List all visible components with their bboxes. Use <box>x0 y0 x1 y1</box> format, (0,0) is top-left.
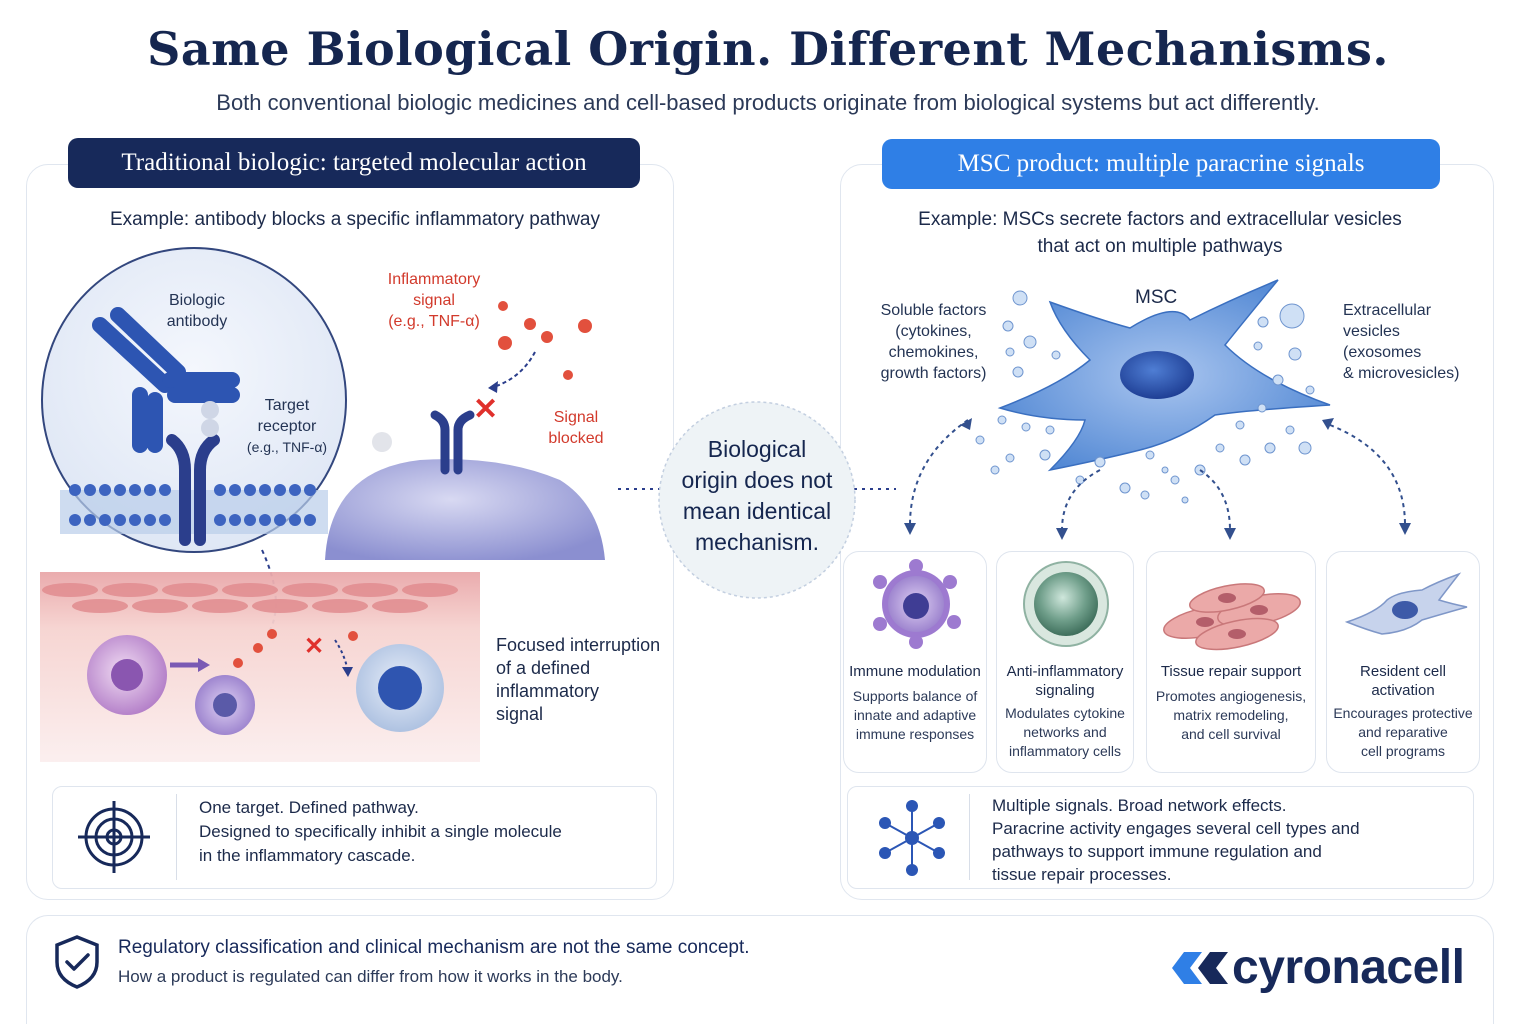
svg-text:✕: ✕ <box>304 633 324 660</box>
extracellular-vesicles-label: Extracellular vesicles (exosomes & micro… <box>1343 300 1473 384</box>
page-subtitle: Both conventional biologic medicines and… <box>216 90 1320 115</box>
right-summary-line1: Paracrine activity engages several cell … <box>992 819 1360 838</box>
card-resident-title-2: activation <box>1371 682 1435 699</box>
soluble-line2: (cytokines, <box>895 323 972 340</box>
page-title: Same Biological Origin. Different Mechan… <box>147 22 1389 76</box>
resident-cell-icon <box>1344 572 1468 635</box>
card-tissue-repair: Tissue repair support Promotes angiogene… <box>1146 551 1316 773</box>
target-label-line1: Target <box>264 397 310 414</box>
card-resident-text-2: and reparative <box>1358 724 1448 740</box>
card-resident-text-3: cell programs <box>1360 743 1446 759</box>
vesicles-line4: & microvesicles) <box>1343 365 1460 382</box>
center-statement: Biological origin does not mean identica… <box>664 434 850 558</box>
left-summary-title: One target. Defined pathway. <box>199 798 419 817</box>
signal-blocked-label: Signal blocked <box>536 407 616 449</box>
tissue-cells-icon <box>1163 583 1301 651</box>
right-summary-text: Multiple signals. Broad network effects.… <box>992 794 1360 886</box>
right-section-heading: MSC product: multiple paracrine signals <box>882 139 1440 189</box>
card-immune-title: Immune modulation <box>849 663 981 680</box>
left-summary-text: One target. Defined pathway. Designed to… <box>199 796 562 868</box>
card-immune-text-3: immune responses <box>855 726 975 742</box>
soluble-line1: Soluble factors <box>880 302 987 319</box>
immune-cell-icon <box>873 559 961 649</box>
card-resident-text-1: Encourages protective <box>1333 705 1473 721</box>
right-summary-line3: tissue repair processes. <box>992 865 1172 884</box>
target-receptor-label: Target receptor (e.g., TNF-α) <box>242 395 332 458</box>
biologic-antibody-label: Biologic antibody <box>152 290 242 332</box>
card-tissue-text-3: and cell survival <box>1181 726 1281 742</box>
shield-check-icon <box>55 935 99 989</box>
center-line2: origin does not <box>681 467 833 493</box>
soluble-line4: growth factors) <box>880 365 987 382</box>
focused-line1: Focused interruption <box>496 635 661 655</box>
card-anti-title-2: signaling <box>1035 682 1095 699</box>
left-example-text: Example: antibody blocks a specific infl… <box>109 209 600 230</box>
green-cell-icon <box>1023 561 1109 647</box>
right-summary-divider <box>969 794 970 880</box>
card-resident-title-1: Resident cell <box>1360 663 1446 680</box>
right-example-text: Example: MSCs secrete factors and extrac… <box>880 206 1440 260</box>
right-panel <box>840 164 1494 900</box>
biologic-label-line2: antibody <box>166 313 228 330</box>
vesicles-line3: (exosomes <box>1343 344 1422 361</box>
biologic-label-line1: Biologic <box>168 292 226 309</box>
right-summary-box <box>847 786 1474 889</box>
msc-label: MSC <box>1135 287 1178 308</box>
focused-line2: of a defined <box>496 658 591 678</box>
card-anti-text-2: networks and <box>1023 724 1107 740</box>
footer-panel <box>26 915 1494 1024</box>
focused-line4: signal <box>496 704 544 724</box>
target-label-line3: (e.g., TNF-α) <box>246 439 328 455</box>
left-summary-box <box>52 786 657 889</box>
card-immune-modulation: Immune modulation Supports balance of in… <box>843 551 987 773</box>
soluble-line3: chemokines, <box>888 344 979 361</box>
left-summary-line1: Designed to specifically inhibit a singl… <box>199 822 562 841</box>
crosshair-target-icon <box>78 801 150 873</box>
card-anti-title-1: Anti-inflammatory <box>1006 663 1124 680</box>
blocked-label-line1: Signal <box>553 409 599 426</box>
card-anti-text-3: inflammatory cells <box>1008 743 1122 759</box>
vesicles-line1: Extracellular <box>1343 302 1432 319</box>
center-line1: Biological <box>707 436 807 462</box>
inflam-label-line3: (e.g., TNF-α) <box>388 313 480 330</box>
card-resident-cell: Resident cell activation Encourages prot… <box>1326 551 1480 773</box>
left-summary-divider <box>176 794 177 880</box>
footer-title: Regulatory classification and clinical m… <box>118 937 750 958</box>
left-summary-line2: in the inflammatory cascade. <box>199 846 416 865</box>
focused-line3: inflammatory <box>496 681 600 701</box>
card-anti-text-1: Modulates cytokine <box>1005 705 1125 721</box>
svg-text:✕: ✕ <box>473 393 498 426</box>
card-immune-text-2: innate and adaptive <box>853 707 977 723</box>
right-example-line2: that act on multiple pathways <box>1037 236 1283 257</box>
card-immune-text-1: Supports balance of <box>852 688 978 704</box>
vesicles-line2: vesicles <box>1343 323 1400 340</box>
focused-interruption-text: Focused interruption of a defined inflam… <box>496 634 666 726</box>
left-section-heading: Traditional biologic: targeted molecular… <box>68 138 640 188</box>
soluble-factors-label: Soluble factors (cytokines, chemokines, … <box>866 300 1001 384</box>
right-summary-line2: pathways to support immune regulation an… <box>992 842 1322 861</box>
footer-text: How a product is regulated can differ fr… <box>118 967 623 986</box>
right-summary-title: Multiple signals. Broad network effects. <box>992 796 1287 815</box>
card-anti-inflammatory: Anti-inflammatory signaling Modulates cy… <box>996 551 1134 773</box>
inflammatory-signal-label: Inflammatory signal (e.g., TNF-α) <box>374 269 494 332</box>
inflam-label-line2: signal <box>413 292 455 309</box>
card-tissue-title: Tissue repair support <box>1160 663 1302 680</box>
inflam-label-line1: Inflammatory <box>387 271 481 288</box>
card-tissue-text-1: Promotes angiogenesis, <box>1155 688 1307 704</box>
center-line3: mean identical <box>682 498 832 524</box>
network-nodes-icon <box>879 800 945 876</box>
brand-logo-icon <box>1172 952 1228 984</box>
blocked-label-line2: blocked <box>548 430 604 447</box>
right-example-line1: Example: MSCs secrete factors and extrac… <box>918 209 1402 230</box>
target-label-line2: receptor <box>257 418 317 435</box>
card-tissue-text-2: matrix remodeling, <box>1173 707 1289 723</box>
brand-name: cyronacell <box>1232 941 1465 994</box>
center-line4: mechanism. <box>695 529 819 555</box>
